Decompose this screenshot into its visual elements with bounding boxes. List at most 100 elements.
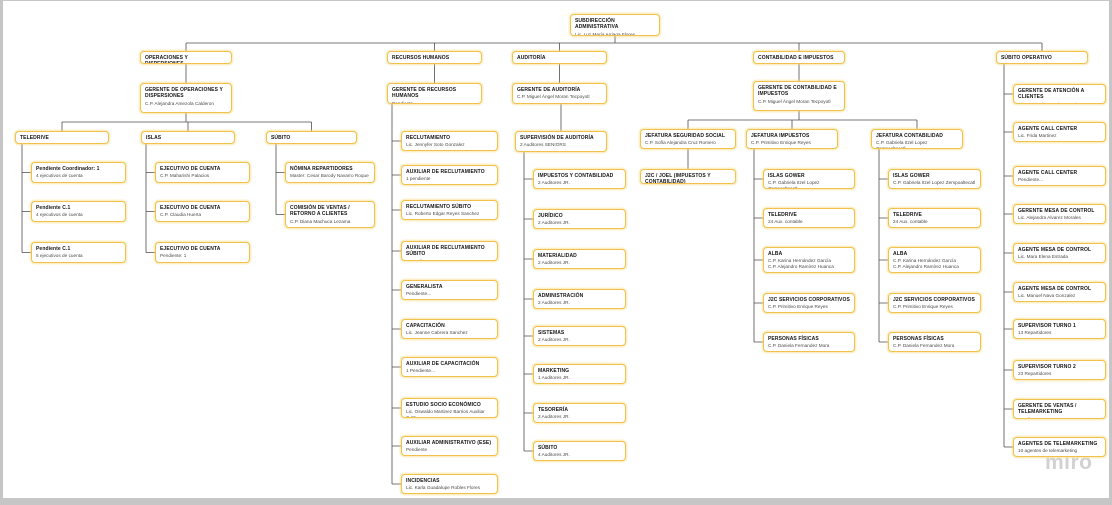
org-node-subtitle: 4 ejecutivos de cuenta <box>36 173 83 179</box>
org-node-subtitle: C.P. Primitivo Enrique Reyes <box>768 304 828 310</box>
org-node-rh_h[interactable]: RECURSOS HUMANOS <box>387 51 482 64</box>
org-node-title: ADMINISTRACIÓN <box>538 292 584 299</box>
org-node-title: PERSONAS FÍSICAS <box>768 335 819 342</box>
org-node-islas_h[interactable]: ISLAS <box>141 131 235 144</box>
org-node-title: GERENTE DE ATENCIÓN A CLIENTES <box>1018 87 1085 101</box>
org-node-rh9[interactable]: AUXILIAR ADMINISTRATIVO (ESE)Pendiente <box>401 436 498 456</box>
org-node-subtitle: 2 Auditores JR. <box>538 220 570 226</box>
org-node-teledrive_h[interactable]: TELEDRIVE <box>15 131 109 144</box>
org-node-subito_h[interactable]: SÚBITO <box>266 131 357 144</box>
org-node-title: TELEDRIVE <box>20 134 49 141</box>
org-node-title: GENERALISTA <box>406 283 443 290</box>
org-node-title: Pendiente C.1 <box>36 204 71 211</box>
org-node-title: J2C / JOEL (IMPUESTOS Y CONTABILIDAD) <box>645 172 711 184</box>
org-node-so9[interactable]: GERENTE DE VENTAS / TELEMARKETINGPendien… <box>1013 399 1106 419</box>
org-node-title: JEFATURA IMPUESTOS <box>751 132 810 139</box>
org-node-subop_h[interactable]: SÚBITO OPERATIVO <box>996 51 1088 64</box>
org-node-subtitle: Lic. Frida Martinez <box>1018 133 1057 139</box>
org-node-title: SÚBITO <box>538 444 558 451</box>
org-node-aud_h[interactable]: AUDITORÍA <box>512 51 607 64</box>
org-node-title: JURÍDICO <box>538 212 563 219</box>
org-node-rh4[interactable]: AUXILIAR DE RECLUTAMIENTO SÚBITO1 Pendie… <box>401 241 498 261</box>
org-node-subtitle: 4 Auditores JR. <box>538 452 570 458</box>
org-node-subtitle: Pendiente... <box>1018 417 1101 418</box>
org-node-title: GERENTE DE AUDITORÍA <box>517 86 581 93</box>
org-node-subtitle: 23 Repartidores <box>1018 371 1052 377</box>
org-node-title: NÓMINA REPARTIDORES <box>290 165 353 172</box>
org-node-subtitle: Master: Cesar Barody Navarro Roque <box>290 173 369 179</box>
org-node-title: TELEDRIVE <box>768 211 797 218</box>
org-node-title: ISLAS GOWER <box>893 172 930 179</box>
org-node-subtitle: Pendiente... <box>1018 177 1044 183</box>
org-node-subtitle: C.P. Alejandra Amezola Calderon <box>145 100 214 106</box>
org-node-jss1[interactable]: J2C / JOEL (IMPUESTOS Y CONTABILIDAD) <box>640 169 736 184</box>
org-node-subtitle: 24 Aux. contable <box>893 219 928 225</box>
org-node-title: SUPERVISIÓN DE AUDITORÍA <box>520 134 594 141</box>
org-node-so1[interactable]: GERENTE DE ATENCIÓN A CLIENTESLic. Gerza… <box>1013 84 1106 104</box>
org-node-subtitle: 13 Repartidores <box>1018 330 1052 336</box>
org-node-cont_h[interactable]: CONTABILIDAD E IMPUESTOS <box>753 51 845 64</box>
org-node-title: RECURSOS HUMANOS <box>392 54 450 61</box>
org-node-title: ALBA <box>893 250 908 257</box>
org-node-subtitle: Lic. Alejandra Alvarez Morales <box>1018 215 1081 221</box>
org-node-subtitle: 24 Aux. contable <box>768 219 803 225</box>
org-node-title: SISTEMAS <box>538 329 565 336</box>
org-node-title: AUXILIAR DE CAPACITACIÓN <box>406 360 480 367</box>
org-node-subtitle: 1 Auditores JR. <box>538 375 570 381</box>
org-node-subtitle: 4 ejecutivos de cuenta <box>36 212 83 218</box>
org-node-ops_h[interactable]: OPERACIONES Y DISPERSIONES <box>140 51 232 64</box>
